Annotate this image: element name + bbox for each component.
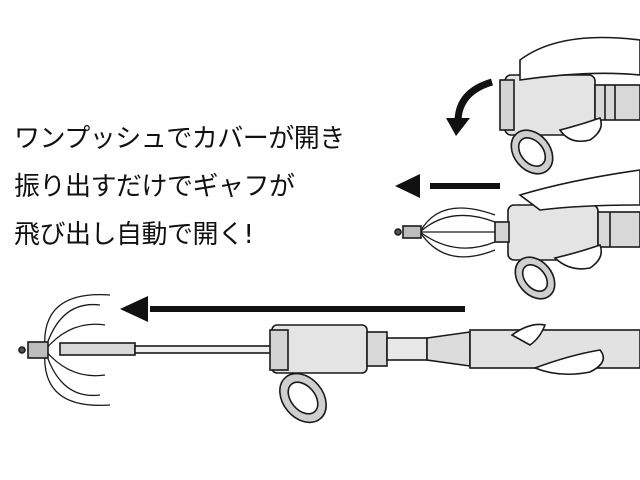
device-opening (394, 169, 640, 300)
arrow-left-icon (395, 174, 420, 198)
caption-line-2: 振り出すだけでギャフが (14, 172, 295, 202)
arrow-left-long-icon (120, 296, 148, 322)
device-closed (499, 36, 640, 175)
curved-arrow-icon (454, 78, 494, 123)
caption-line-3: 飛び出し自動で開く! (14, 220, 254, 250)
device-extended (18, 293, 640, 424)
caption-line-1: ワンプッシュでカバーが開き (14, 124, 345, 154)
